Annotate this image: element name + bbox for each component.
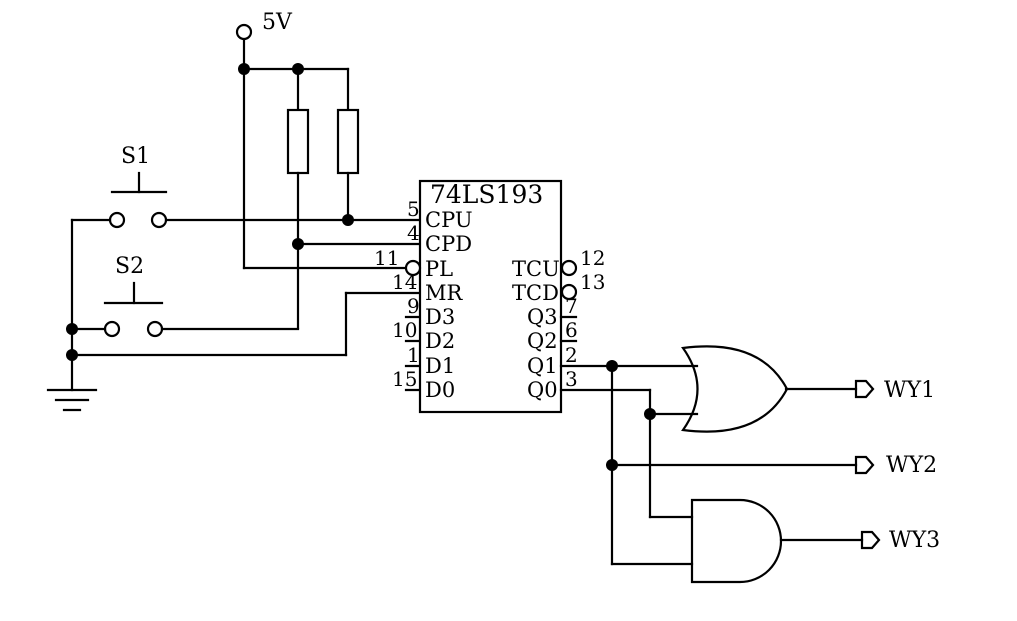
logic-wires [559,360,864,566]
pin-d0-label: D0 [425,378,455,402]
chip-name: 74LS193 [430,180,543,209]
pin-d0-number: 15 [392,367,417,391]
pin-q1-number: 2 [565,343,578,367]
pin-q0-label: Q0 [527,378,558,402]
counter-chip-74ls193: 74LS193 CPU CPD PL MR D3 D2 D1 D0 TCU TC… [374,179,605,414]
pin-q3-label: Q3 [527,305,558,329]
output-wy1-label: WY1 [884,378,935,403]
switch-s2-label: S2 [115,254,144,279]
pin-d2-label: D2 [425,329,455,353]
pin-cpu-label: CPU [425,208,473,232]
pin-d3-label: D3 [425,305,455,329]
and-gate [690,498,783,584]
output-wy2: WY2 [854,453,937,478]
or-gate [681,345,789,433]
pin-mr-label: MR [425,281,464,305]
tcu-inversion-bubble [560,259,578,277]
pin-d2-number: 10 [392,318,417,342]
pin-q0-number: 3 [565,367,578,391]
pin-d3-number: 9 [407,294,420,318]
switch-s2: S2 [103,254,164,338]
pin-cpu-number: 5 [407,197,420,221]
output-wy3-label: WY3 [889,528,940,553]
power-label: 5V [262,10,293,35]
ground [46,218,112,412]
output-wy1: WY1 [854,378,935,403]
pin-q2-number: 6 [565,318,578,342]
output-wy2-label: WY2 [886,453,937,478]
resistor-left [286,67,310,330]
pl-inversion-bubble [404,259,422,277]
pin-tcu-label: TCU [512,257,560,281]
pin-cpd-number: 4 [407,221,420,245]
pin-tcd-number: 13 [580,270,605,294]
pin-q2-label: Q2 [527,329,558,353]
pin-d1-label: D1 [425,354,455,378]
pin-pl-number: 11 [374,246,399,270]
switch-s1: S1 [108,144,168,229]
switch-s1-label: S1 [121,144,150,169]
resistor-right [336,67,360,222]
pin-d1-number: 1 [407,343,420,367]
pin-tcu-number: 12 [580,246,605,270]
output-wy3: WY3 [860,528,940,553]
pin-q1-label: Q1 [527,354,558,378]
input-wires [70,214,422,392]
power-supply: 5V [235,10,350,270]
pin-tcd-label: TCD [512,281,559,305]
output-pin-stubs [559,315,578,343]
tcd-inversion-bubble [560,283,578,301]
pin-pl-label: PL [425,257,453,281]
pin-cpd-label: CPD [425,232,472,256]
